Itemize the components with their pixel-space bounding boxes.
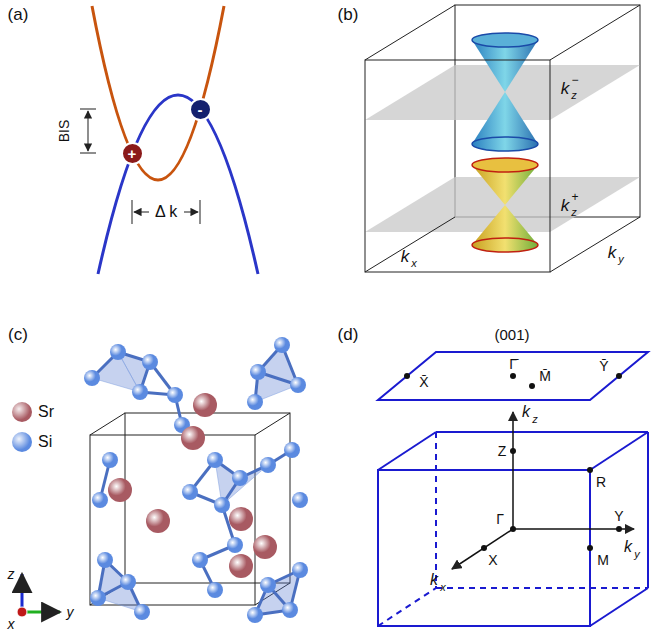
node-text: - [198, 102, 203, 117]
si-atom [167, 387, 183, 403]
si-atom [120, 574, 136, 590]
si-atom [292, 492, 308, 508]
momentum-label: Δ k [155, 204, 177, 220]
k-point: M̄ [539, 369, 551, 383]
sr-atom [146, 509, 170, 533]
k-point: X [488, 553, 497, 567]
sr-atom [181, 426, 205, 450]
subscript: z [571, 207, 577, 218]
k-point: Γ̄ [509, 357, 517, 371]
si-atom [132, 384, 148, 400]
crossing-plus: + [121, 142, 144, 165]
si-atom [182, 484, 198, 500]
axis-label: k [608, 244, 617, 261]
si-atom [282, 602, 298, 618]
panel-label: (d) [338, 326, 359, 343]
panel-label: (b) [338, 6, 359, 23]
si-atom [97, 552, 113, 568]
panel-label: (a) [8, 6, 29, 23]
si-atom [90, 590, 106, 606]
si-atom [134, 604, 150, 620]
si-atom [260, 577, 276, 593]
axis-label: y [67, 605, 74, 619]
si-atom [292, 562, 308, 578]
sr-atom [229, 554, 253, 578]
axis-label: x [8, 617, 15, 631]
k-point: Ȳ [599, 359, 608, 373]
superscript: + [571, 191, 578, 203]
subscript: x [440, 582, 446, 593]
axis-label: k [561, 80, 570, 97]
node-text: + [128, 146, 137, 161]
axis-label: k [561, 197, 570, 214]
si-atom [92, 492, 108, 508]
si-atom [192, 552, 208, 568]
axis-label: k [430, 572, 438, 588]
subscript: y [634, 549, 640, 560]
sr-atom [193, 393, 217, 417]
si-atom [232, 470, 248, 486]
sr-atom [253, 535, 277, 559]
si-atom [284, 442, 300, 458]
legend-text: Sr [38, 403, 54, 421]
si-atom [290, 377, 306, 393]
k-point: Z [498, 444, 507, 458]
sr-atom [229, 507, 253, 531]
si-atom [260, 457, 276, 473]
gap-label: BIS [57, 120, 71, 143]
si-atom [227, 537, 243, 553]
sr-atom [108, 478, 132, 502]
si-atom [250, 364, 266, 380]
axis-label: k [624, 539, 632, 555]
si-atom [247, 394, 263, 410]
legend-swatch [12, 402, 32, 422]
legend-swatch [12, 432, 32, 452]
subscript: z [532, 414, 538, 425]
legend-text: Si [38, 433, 52, 451]
k-point: X̄ [419, 375, 428, 389]
k-point: R [596, 475, 606, 489]
k-point: Γ [496, 512, 504, 526]
si-atom [84, 370, 100, 386]
subscript: y [618, 254, 624, 265]
axis-label: z [8, 567, 15, 581]
si-atom [207, 582, 223, 598]
k-point: Y [614, 509, 623, 523]
legend-entry: Si [12, 432, 52, 452]
si-atom [214, 497, 230, 513]
axis-label: k [401, 248, 410, 265]
surface-label: (001) [494, 327, 529, 342]
panel-label: (c) [8, 326, 28, 343]
axis-label: k [522, 404, 530, 420]
si-atom [102, 452, 118, 468]
si-atom [247, 607, 263, 623]
subscript: x [411, 258, 417, 269]
si-atom [110, 344, 126, 360]
crossing-minus: - [189, 98, 212, 121]
si-atom [142, 354, 158, 370]
k-point: M [597, 553, 609, 567]
subscript: z [571, 90, 577, 101]
superscript: − [571, 74, 578, 86]
si-atom [274, 337, 290, 353]
legend-entry: Sr [12, 402, 54, 422]
si-atom [207, 452, 223, 468]
